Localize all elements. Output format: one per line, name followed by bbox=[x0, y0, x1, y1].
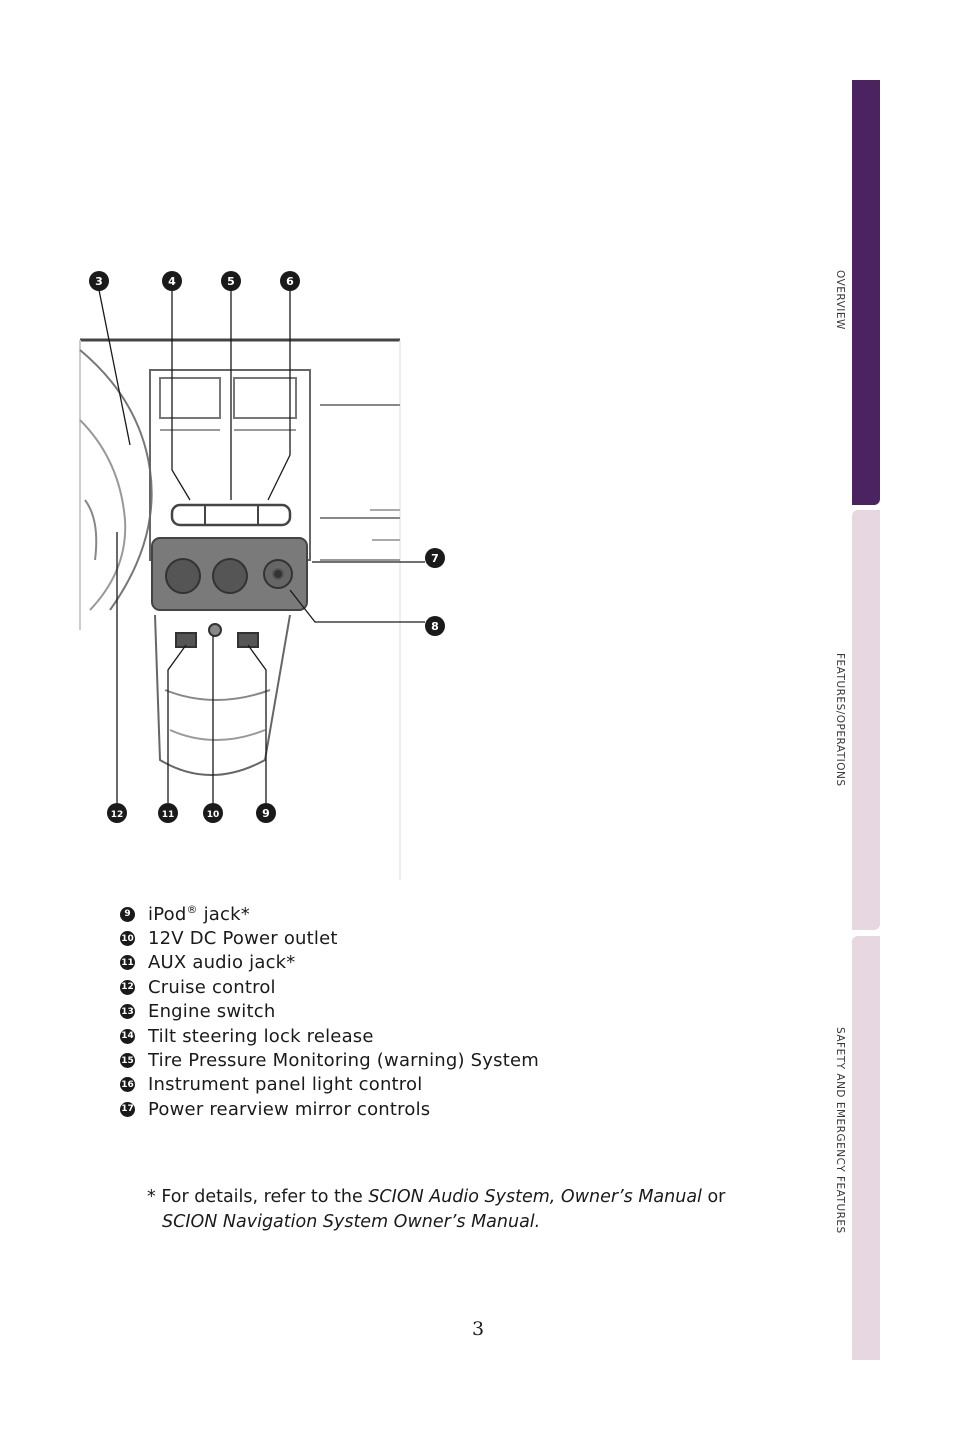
legend-item: 15 Tire Pressure Monitoring (warning) Sy… bbox=[120, 1048, 539, 1072]
legend-item: 14 Tilt steering lock release bbox=[120, 1024, 539, 1048]
legend-text: AUX audio jack* bbox=[148, 952, 296, 974]
callout-8: 8 bbox=[425, 616, 445, 636]
callout-7: 7 bbox=[425, 548, 445, 568]
svg-text:10: 10 bbox=[207, 810, 220, 820]
legend-text: Instrument panel light control bbox=[148, 1074, 423, 1096]
legend-list: 9 iPod® jack* 10 12V DC Power outlet 11 … bbox=[120, 902, 539, 1122]
legend-item: 11 AUX audio jack* bbox=[120, 951, 539, 975]
legend-item: 13 Engine switch bbox=[120, 1000, 539, 1024]
legend-text: iPod® jack* bbox=[148, 903, 250, 926]
legend-text: Cruise control bbox=[148, 976, 276, 998]
tab-safety-emergency[interactable] bbox=[852, 936, 880, 1360]
callout-11: 11 bbox=[158, 803, 178, 823]
callout-5: 5 bbox=[221, 271, 241, 291]
svg-text:3: 3 bbox=[95, 275, 103, 288]
legend-text: Tire Pressure Monitoring (warning) Syste… bbox=[148, 1050, 539, 1072]
callout-3: 3 bbox=[89, 271, 109, 291]
legend-item: 12 Cruise control bbox=[120, 975, 539, 999]
number-badge: 12 bbox=[120, 979, 135, 995]
legend-text: Engine switch bbox=[148, 1001, 276, 1023]
callout-10: 10 bbox=[203, 803, 223, 823]
svg-text:4: 4 bbox=[168, 275, 176, 288]
legend-text: 12V DC Power outlet bbox=[148, 928, 338, 950]
number-badge: 11 bbox=[120, 955, 135, 971]
tab-features-operations[interactable] bbox=[852, 510, 880, 930]
tab-overview-label: OVERVIEW bbox=[834, 270, 846, 330]
callout-4: 4 bbox=[162, 271, 182, 291]
tab-features-label: FEATURES/OPERATIONS bbox=[834, 653, 846, 787]
number-badge: 10 bbox=[120, 931, 135, 947]
callout-12: 12 bbox=[107, 803, 127, 823]
tab-overview[interactable] bbox=[852, 80, 880, 505]
number-badge: 15 bbox=[120, 1053, 135, 1069]
svg-text:12: 12 bbox=[111, 810, 124, 820]
callout-9: 9 bbox=[256, 803, 276, 823]
footnote: * For details, refer to the SCION Audio … bbox=[147, 1187, 726, 1232]
legend-item: 16 Instrument panel light control bbox=[120, 1073, 539, 1097]
legend-item: 10 12V DC Power outlet bbox=[120, 926, 539, 950]
svg-text:6: 6 bbox=[286, 275, 294, 288]
svg-text:5: 5 bbox=[227, 275, 235, 288]
legend-text: Tilt steering lock release bbox=[148, 1025, 374, 1047]
tab-safety-label: SAFETY AND EMERGENCY FEATURES bbox=[834, 1026, 846, 1234]
number-badge: 9 bbox=[120, 906, 135, 922]
svg-text:7: 7 bbox=[431, 552, 439, 565]
callout-6: 6 bbox=[280, 271, 300, 291]
number-badge: 16 bbox=[120, 1077, 135, 1093]
number-badge: 17 bbox=[120, 1101, 135, 1117]
number-badge: 13 bbox=[120, 1004, 135, 1020]
legend-item: 17 Power rearview mirror controls bbox=[120, 1097, 539, 1121]
legend-item: 9 iPod® jack* bbox=[120, 902, 539, 926]
page-number: 3 bbox=[472, 1318, 485, 1340]
dashboard-diagram: 3 4 5 6 7 8 12 11 10 9 bbox=[79, 271, 445, 880]
number-badge: 14 bbox=[120, 1028, 135, 1044]
svg-text:11: 11 bbox=[162, 810, 175, 820]
legend-text: Power rearview mirror controls bbox=[148, 1098, 431, 1120]
svg-text:9: 9 bbox=[262, 807, 270, 820]
svg-text:8: 8 bbox=[431, 620, 439, 633]
